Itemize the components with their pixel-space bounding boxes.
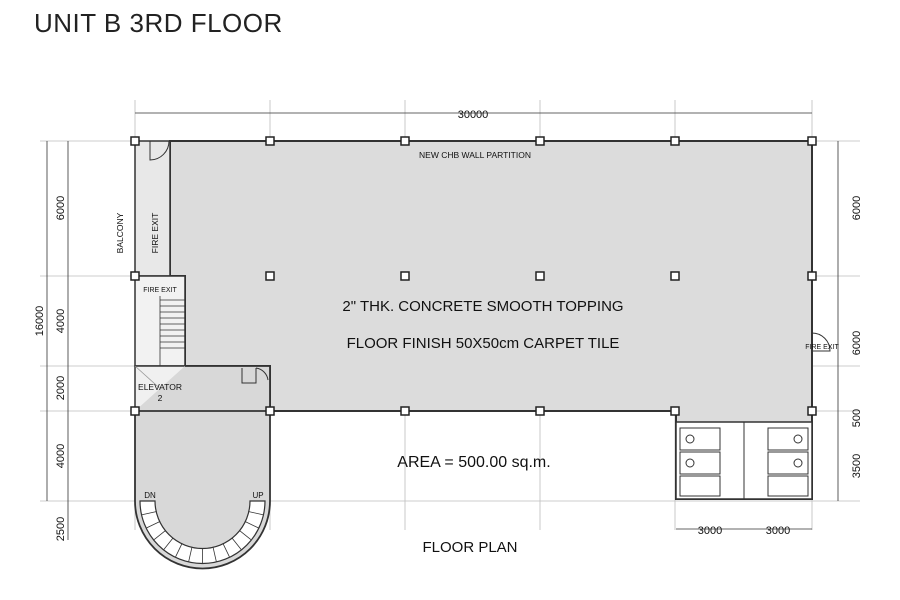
label-balcony: BALCONY: [115, 212, 125, 253]
stair-lobby: [134, 365, 271, 570]
column-marker: [670, 271, 680, 281]
toilet-partitions: [679, 422, 809, 499]
dim-left-4: 4000: [55, 444, 67, 468]
balcony-area: [134, 140, 171, 277]
dim-left-2: 4000: [55, 309, 67, 333]
stair-tread: [175, 543, 183, 558]
dim-bottom-2: 3000: [766, 525, 790, 537]
stair-tread: [163, 537, 174, 550]
column-marker: [807, 136, 817, 146]
column-marker: [265, 271, 275, 281]
column-marker: [807, 406, 817, 416]
dim-left-total: 16000: [34, 306, 46, 337]
dim-left-3: 2000: [55, 376, 67, 400]
stair-tread: [188, 546, 193, 562]
stair-tread: [153, 529, 167, 540]
dim-bottom-1: 3000: [698, 525, 722, 537]
column-marker: [535, 136, 545, 146]
stair-tread: [248, 511, 264, 516]
label-fire-exit-vertical: FIRE EXIT: [150, 213, 160, 254]
column-marker: [130, 271, 140, 281]
column-marker: [130, 136, 140, 146]
dim-left-5: 2500: [55, 517, 67, 541]
column-marker: [400, 136, 410, 146]
column-marker: [670, 136, 680, 146]
label-wall-partition: NEW CHB WALL PARTITION: [419, 150, 531, 160]
plan-caption: FLOOR PLAN: [422, 539, 517, 556]
stair-tread: [146, 521, 161, 529]
label-fire-exit-right: FIRE EXIT: [805, 344, 839, 351]
column-marker: [535, 406, 545, 416]
column-marker: [400, 406, 410, 416]
curved-stair: [139, 500, 266, 565]
column-marker: [807, 271, 817, 281]
stair-tread: [222, 543, 230, 558]
stair-tread: [244, 521, 259, 529]
column-marker: [265, 136, 275, 146]
label-stair-up: UP: [252, 491, 263, 500]
column-marker: [130, 406, 140, 416]
dim-top-total: 30000: [458, 109, 489, 121]
note-area: AREA = 500.00 sq.m.: [397, 454, 550, 471]
dim-right-1: 6000: [851, 196, 863, 220]
column-marker: [535, 271, 545, 281]
label-stair-dn: DN: [144, 491, 156, 500]
dimension-lines: [46, 112, 839, 540]
door-top-left: [149, 140, 170, 161]
stair-tread: [141, 511, 157, 516]
door-right-exit: [811, 332, 831, 352]
column-marker: [670, 406, 680, 416]
label-elevator: ELEVATOR: [138, 382, 182, 392]
dim-left-1: 6000: [55, 196, 67, 220]
label-fire-exit-stair: FIRE EXIT: [143, 287, 177, 294]
note-topping: 2" THK. CONCRETE SMOOTH TOPPING: [342, 298, 623, 315]
straight-stair: [159, 296, 185, 366]
column-marker: [400, 271, 410, 281]
column-marker: [265, 406, 275, 416]
page-title: UNIT B 3RD FLOOR: [34, 8, 283, 38]
dim-right-4: 3500: [851, 454, 863, 478]
structural-columns: [130, 136, 817, 416]
label-elevator-number: 2: [158, 393, 163, 403]
stair-tread: [212, 546, 217, 562]
door-lobby: [241, 367, 269, 384]
stair-tread: [238, 529, 252, 540]
dim-right-3: 500: [851, 409, 863, 427]
dim-right-2: 6000: [851, 331, 863, 355]
stair-tread: [231, 537, 242, 550]
note-finish: FLOOR FINISH 50X50cm CARPET TILE: [347, 335, 620, 352]
